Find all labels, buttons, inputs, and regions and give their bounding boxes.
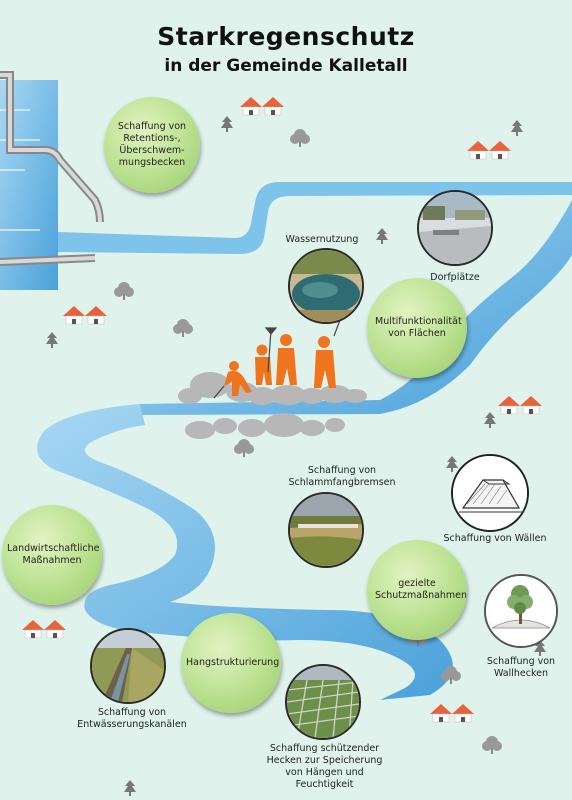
circle-retention: Schaffung von Retentions-, Überschwem-mu… xyxy=(104,97,200,193)
photo-dorfplaetze xyxy=(417,190,493,266)
photo-entwaesserung xyxy=(90,628,166,704)
label-hecken: Schaffung schützender Hecken zur Speiche… xyxy=(266,743,383,790)
circle-hang: Hangstrukturierung xyxy=(181,613,281,713)
label-wallhecken: Schaffung von Wallhecken xyxy=(486,656,556,679)
circle-landwirtschaft: Landwirtschaftliche Maßnahmen xyxy=(2,505,102,605)
photo-wassernutzung xyxy=(288,248,364,324)
worker-icon xyxy=(224,334,336,396)
stone-icon xyxy=(178,372,367,439)
page-subtitle: in der Gemeinde Kalletall xyxy=(164,56,408,76)
river xyxy=(58,182,572,254)
label-schlamm: Schaffung von Schlammfangbremsen xyxy=(288,465,396,488)
photo-schlamm xyxy=(288,492,364,568)
circle-multifunktion-label: Multifunktionalität von Flächen xyxy=(375,316,462,339)
circle-schutz-label: gezielte Schutzmaßnahmen xyxy=(375,578,468,601)
label-waelle: Schaffung von Wällen xyxy=(443,533,547,544)
label-dorfplaetze: Dorfplätze xyxy=(430,272,480,283)
page-title: Starkregenschutz xyxy=(157,22,415,51)
circle-schutz: gezielte Schutzmaßnahmen xyxy=(367,540,467,640)
photo-wallhecken xyxy=(484,574,558,648)
label-wassernutzung: Wassernutzung xyxy=(285,234,359,245)
photo-waelle xyxy=(451,454,529,532)
photo-hecken xyxy=(285,664,361,740)
circle-hang-label: Hangstrukturierung xyxy=(186,657,280,669)
circle-multifunktion: Multifunktionalität von Flächen xyxy=(367,278,467,378)
circle-retention-label: Schaffung von Retentions-, Überschwem-mu… xyxy=(117,121,187,168)
circle-landwirtschaft-label: Landwirtschaftliche Maßnahmen xyxy=(7,543,100,566)
label-entwaesserung: Schaffung von Entwässerungskanälen xyxy=(77,707,187,730)
